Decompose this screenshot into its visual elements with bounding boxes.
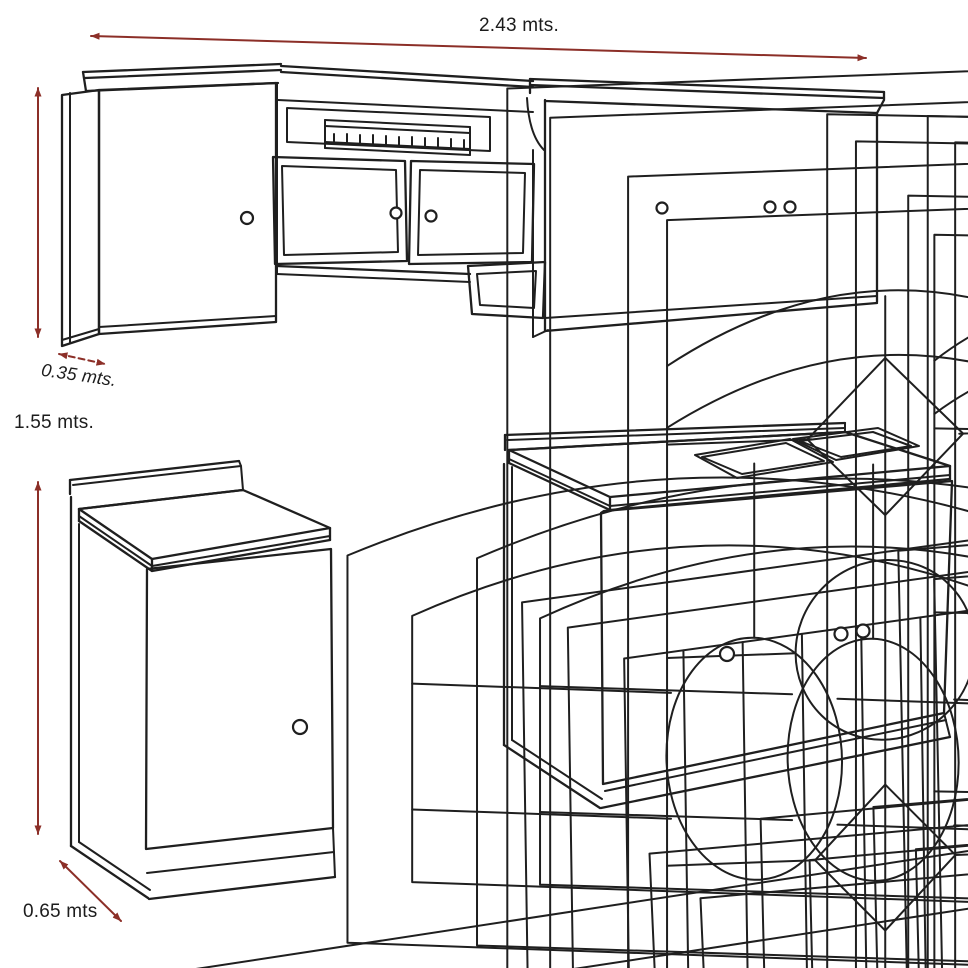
door-knob (239, 210, 255, 226)
cabinet-body (502, 462, 968, 968)
counter-inset-panel (792, 427, 920, 461)
upper-depth-dimension-arrow (58, 352, 106, 366)
small-glass-door-right (407, 159, 968, 968)
base-depth-dimension-label: 0.65 mts (23, 901, 98, 922)
plate-rack (324, 119, 471, 156)
upper-left-glass-cabinet (60, 58, 968, 968)
door-knob (655, 201, 669, 215)
upper-wall-unit (60, 58, 968, 968)
base-depth-dimension-arrow (59, 860, 122, 922)
door-knob (424, 209, 438, 223)
left-side-panel (60, 88, 101, 348)
width-dimension-arrow (90, 32, 867, 62)
base-cabinet-triple (502, 421, 968, 968)
base-cabinet-single (68, 459, 968, 968)
door-knob (833, 626, 849, 642)
door-knob (763, 200, 777, 214)
upper-right-glass-cabinet (528, 77, 968, 968)
small-glass-door-left (271, 155, 968, 968)
height-dimension-label: 1.55 mts. (14, 412, 94, 433)
door-knob (783, 200, 797, 214)
hood-side-panel (466, 260, 547, 320)
countertop (77, 488, 332, 573)
door-knob (291, 718, 309, 736)
counter-inset-panel (694, 438, 834, 479)
countertop (507, 427, 952, 512)
frieze-panel (286, 107, 491, 152)
width-dimension-label: 2.43 mts. (479, 15, 559, 36)
upper-center-bridge (271, 64, 968, 968)
backsplash (68, 459, 245, 511)
corner-curve (526, 97, 545, 151)
dimension-annotations (34, 32, 867, 922)
plinth (146, 851, 335, 874)
door-knob (855, 623, 871, 639)
leaded-glass-door (826, 113, 968, 968)
door-knob (718, 645, 736, 663)
plinth (604, 719, 947, 792)
door-knob (389, 206, 403, 220)
cabinet-body (69, 495, 968, 968)
drawer (182, 762, 968, 968)
